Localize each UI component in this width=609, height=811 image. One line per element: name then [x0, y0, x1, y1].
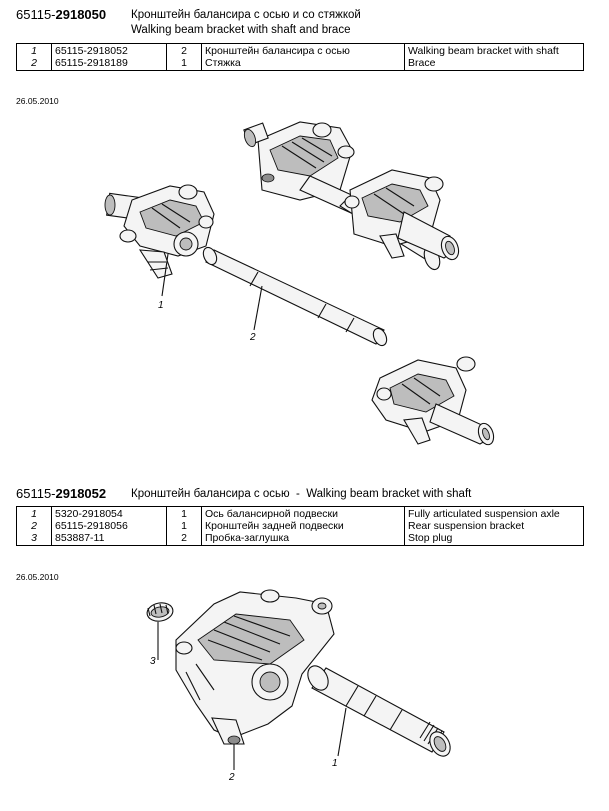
- section2-date: 26.05.2010: [16, 572, 59, 582]
- callout-2: 2: [250, 332, 256, 343]
- section2-title: Кронштейн балансира с осью - Walking bea…: [131, 488, 472, 500]
- row-name-ru: Кронштейн задней подвески: [205, 520, 344, 532]
- callout-1-leader: [161, 253, 169, 297]
- suspension-axle-part: [307, 665, 451, 757]
- row-pos: 1: [31, 45, 37, 57]
- section2-code-prefix: 65115-: [16, 486, 56, 501]
- row-pos: 3: [31, 532, 37, 544]
- section1-title-ru: Кронштейн балансира с осью и со стяжкой: [131, 9, 361, 21]
- section1-date: 26.05.2010: [16, 96, 59, 106]
- section2-code-bold: 2918052: [55, 486, 107, 501]
- row-name-ru: Стяжка: [205, 57, 241, 69]
- section1-code-bold: 2918050: [55, 7, 107, 22]
- row-name-en: Brace: [408, 57, 436, 69]
- section1-title-en: Walking beam bracket with shaft and brac…: [131, 24, 351, 36]
- row-qty: 1: [181, 508, 187, 520]
- callout-1: 1: [158, 300, 164, 311]
- row-pos: 1: [31, 508, 37, 520]
- section1-code: 65115-2918050: [16, 7, 106, 22]
- row-name-en: Walking beam bracket with shaft: [408, 45, 559, 57]
- row-pos: 2: [31, 520, 37, 532]
- callout-3: 3: [150, 656, 156, 667]
- section2-code: 65115-2918052: [16, 486, 106, 501]
- row-name-en: Fully articulated suspension axle: [408, 508, 560, 520]
- row-pos: 2: [31, 57, 37, 69]
- row-number: 65115-2918189: [55, 57, 128, 69]
- upper-bracket-assembly: [243, 121, 460, 271]
- left-bracket-assembly: [104, 184, 215, 279]
- rear-suspension-bracket-part: [175, 589, 335, 745]
- callout-2-leader: [253, 285, 263, 331]
- row-qty: 1: [181, 57, 187, 69]
- row-name-ru: Кронштейн балансира с осью: [205, 45, 350, 57]
- row-qty: 2: [181, 45, 187, 57]
- callout-1b: 1: [332, 758, 338, 769]
- assembly-drawing-walking-beam-brackets: [104, 121, 495, 446]
- stop-plug-part: [146, 602, 174, 622]
- row-name-en: Rear suspension bracket: [408, 520, 525, 532]
- row-name-en: Stop plug: [408, 532, 453, 544]
- row-number: 65115-2918056: [55, 520, 128, 532]
- row-name-ru: Пробка-заглушка: [205, 532, 290, 544]
- row-number: 853887-11: [55, 532, 105, 544]
- row-qty: 2: [181, 532, 187, 544]
- callout-2b: 2: [229, 772, 235, 783]
- section1-code-prefix: 65115-: [16, 7, 56, 22]
- row-qty: 1: [181, 520, 187, 532]
- row-number: 65115-2918052: [55, 45, 128, 57]
- lower-right-bracket-assembly: [371, 356, 495, 446]
- brace-shaft: [202, 246, 388, 347]
- row-number: 5320-2918054: [55, 508, 123, 520]
- row-name-ru: Ось балансирной подвески: [205, 508, 338, 520]
- callout-1b-leader: [337, 707, 347, 757]
